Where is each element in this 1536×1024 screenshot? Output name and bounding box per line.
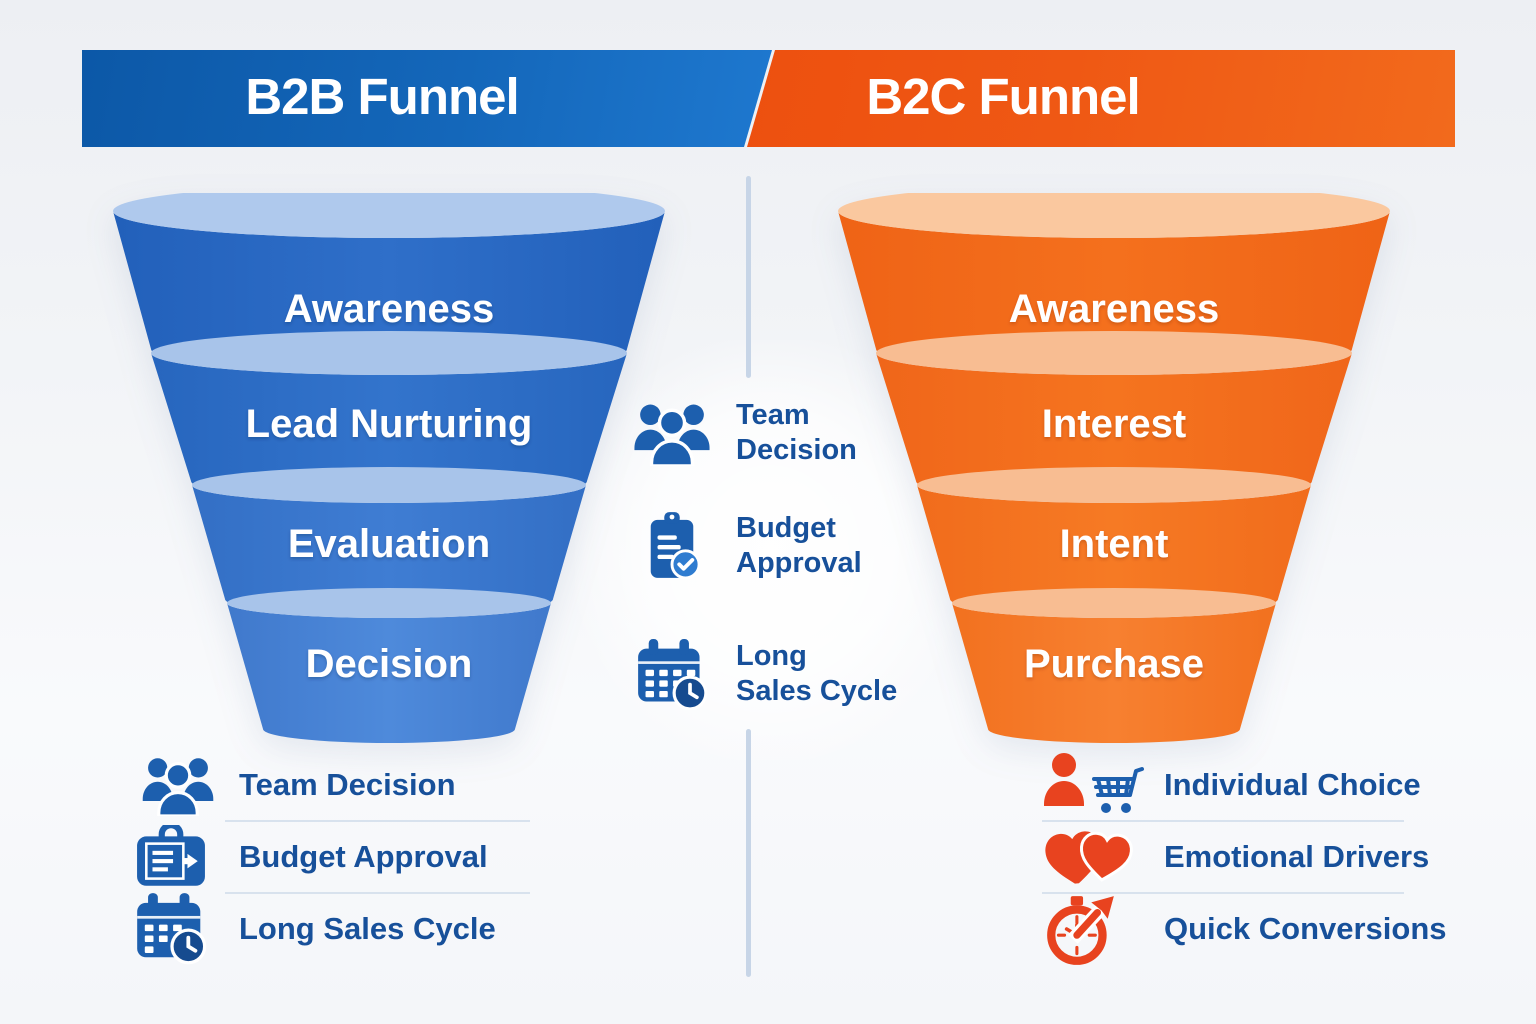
b2b-trait-list: Team Decision Budget Approval <box>135 750 533 966</box>
trait-label: Emotional Drivers <box>1164 839 1430 874</box>
b2c-stage-label: Intent <box>1060 522 1169 566</box>
callout-line2: Decision <box>736 434 857 466</box>
b2b-funnel: Awareness Lead Nurturing Evaluation Deci… <box>113 193 665 743</box>
b2c-stage-purchase: Purchase <box>952 588 1276 743</box>
team-icon <box>632 400 712 466</box>
b2b-stage-label: Awareness <box>284 287 495 331</box>
calendar-clock-icon <box>632 638 712 710</box>
b2c-stage-awareness: Awareness <box>838 193 1390 373</box>
callout-line2: Approval <box>736 547 862 579</box>
callout-line2: Sales Cycle <box>736 675 898 707</box>
callout-team-decision: Team Decision <box>632 396 857 470</box>
trait-row-team-decision: Team Decision <box>135 750 533 820</box>
center-divider-bottom <box>746 729 751 977</box>
divider <box>1042 892 1404 894</box>
trait-row-quick-conversions: Quick Conversions <box>1042 894 1447 965</box>
double-heart-icon <box>1042 824 1164 890</box>
b2b-stage-lead-nurturing: Lead Nurturing <box>151 331 627 501</box>
callout-line1: Budget <box>736 512 836 545</box>
callout-budget-approval: Budget Approval <box>632 500 862 592</box>
b2c-header-banner: B2C Funnel <box>747 50 1455 147</box>
b2b-stage-label: Decision <box>306 642 473 686</box>
b2b-stage-decision: Decision <box>227 588 551 743</box>
person-cart-icon <box>1042 752 1164 818</box>
trait-row-long-sales-cycle: Long Sales Cycle <box>135 892 533 966</box>
budget-approval-icon <box>135 825 239 889</box>
b2b-stage-label: Lead Nurturing <box>246 402 533 446</box>
trait-label: Individual Choice <box>1164 767 1421 802</box>
center-divider-top <box>746 176 751 378</box>
trait-label: Team Decision <box>239 767 456 802</box>
stopwatch-icon <box>1042 890 1164 968</box>
trait-label: Quick Conversions <box>1164 911 1447 946</box>
b2b-stage-label: Evaluation <box>288 522 490 566</box>
b2c-funnel: Awareness Interest Intent Purchase <box>838 193 1390 743</box>
callout-label: Team Decision <box>736 398 857 468</box>
b2c-stage-intent: Intent <box>917 467 1311 616</box>
trait-label: Budget Approval <box>239 839 488 874</box>
b2c-stage-label: Purchase <box>1024 642 1204 686</box>
b2b-header-banner: B2B Funnel <box>82 50 772 147</box>
b2c-header-title: B2C Funnel <box>866 67 1140 125</box>
divider <box>1042 820 1404 822</box>
divider <box>225 820 530 822</box>
b2b-header-title: B2B Funnel <box>245 67 519 125</box>
trait-row-budget-approval: Budget Approval <box>135 822 533 892</box>
b2c-stage-label: Interest <box>1042 402 1187 446</box>
b2c-trait-list: Individual Choice Emotional Drivers <box>1042 750 1447 965</box>
callout-line1: Team <box>736 399 810 432</box>
clipboard-check-icon <box>632 505 712 587</box>
divider <box>225 892 530 894</box>
callout-label: Budget Approval <box>736 511 862 581</box>
b2b-stage-awareness: Awareness <box>113 193 665 373</box>
team-icon <box>135 754 239 816</box>
b2c-stage-label: Awareness <box>1009 287 1220 331</box>
trait-row-individual-choice: Individual Choice <box>1042 750 1446 820</box>
calendar-clock-icon <box>135 892 239 966</box>
b2b-stage-evaluation: Evaluation <box>192 467 586 616</box>
trait-label: Long Sales Cycle <box>239 911 496 946</box>
callout-line1: Long <box>736 640 807 673</box>
callout-label: Long Sales Cycle <box>736 639 897 709</box>
b2c-stage-interest: Interest <box>876 331 1352 501</box>
callout-long-sales-cycle: Long Sales Cycle <box>632 632 897 716</box>
trait-row-emotional-drivers: Emotional Drivers <box>1042 822 1446 892</box>
